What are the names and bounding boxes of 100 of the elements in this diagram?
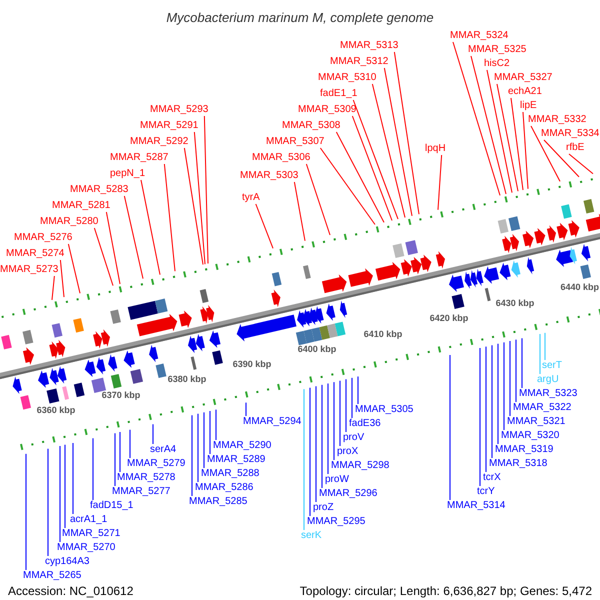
footer-text: Topology: circular; Length: 6,636,827 bp; Genes: 5,472 — [300, 584, 592, 598]
gene-label: MMAR_5290 — [213, 440, 272, 452]
leader-line — [568, 154, 594, 174]
gene-label: MMAR_5293 — [150, 104, 208, 116]
gene-label: MMAR_5287 — [110, 152, 168, 164]
gene-label: MMAR_5294 — [243, 416, 302, 428]
gene-label: MMAR_5312 — [330, 56, 388, 68]
gene-label: serA4 — [150, 444, 176, 456]
title: Mycobacterium marinum M, complete genome — [166, 10, 434, 25]
gene-label: MMAR_5314 — [447, 500, 506, 512]
leader-line — [522, 112, 528, 190]
leader-line — [72, 442, 74, 514]
axis-tick-label: 6380 kbp — [168, 374, 206, 384]
leader-line — [124, 196, 144, 280]
leader-line — [320, 148, 376, 225]
leader-line — [372, 84, 406, 218]
leader-line — [544, 332, 546, 360]
leader-line — [336, 132, 384, 223]
axis-tick-label: 6360 kbp — [36, 404, 76, 415]
leader-line — [194, 132, 206, 265]
leader-line — [106, 212, 120, 284]
leader-line — [470, 56, 506, 194]
gene-label: MMAR_5279 — [127, 458, 186, 470]
gene-label: MMAR_5292 — [130, 136, 188, 148]
leader-line — [184, 148, 204, 266]
gene-label: MMAR_5309 — [298, 104, 356, 116]
gene-label: acrA1_1 — [70, 514, 108, 526]
gene-label: MMAR_5277 — [112, 486, 170, 498]
gene-label: fadE36 — [349, 418, 381, 430]
gene-label: MMAR_5286 — [195, 482, 254, 494]
gene-label: lipE — [520, 100, 537, 112]
gene-label: MMAR_5306 — [252, 152, 310, 164]
leader-line — [510, 98, 524, 190]
leader-line — [352, 100, 398, 220]
gene-label: pepN_1 — [110, 168, 146, 180]
gene-label: MMAR_5296 — [319, 488, 378, 500]
gene-label: MMAR_5318 — [489, 458, 548, 470]
gene-label: MMAR_5320 — [501, 430, 560, 442]
gene-label: MMAR_5283 — [70, 184, 128, 196]
gene-label: MMAR_5325 — [468, 44, 526, 56]
gene-label: MMAR_5291 — [140, 120, 198, 132]
gene-label: MMAR_5324 — [450, 30, 508, 42]
gene-label: MMAR_5310 — [318, 72, 376, 84]
gene-label: MMAR_5281 — [52, 200, 110, 212]
gene-label: lpqH — [425, 143, 446, 155]
leader-line — [544, 140, 580, 178]
gene-label: proX — [337, 446, 358, 458]
gene-label: MMAR_5308 — [282, 120, 340, 132]
gene-label: MMAR_5295 — [307, 516, 366, 528]
leader-line — [64, 444, 66, 528]
gene-label: MMAR_5265 — [23, 570, 82, 582]
gene-label: MMAR_5271 — [62, 528, 120, 540]
leader-line — [530, 126, 560, 182]
leader-line — [152, 424, 154, 444]
leader-line — [114, 432, 116, 486]
leader-line — [164, 164, 176, 272]
axis-tick-label: 6400 kbp — [298, 344, 336, 354]
gene-label: MMAR_5298 — [331, 460, 390, 472]
gene-label: rfbE — [566, 142, 584, 154]
gene-label: MMAR_5313 — [340, 40, 398, 52]
gene-label: proV — [343, 432, 364, 444]
leader-line — [204, 116, 208, 264]
leader-line — [384, 68, 412, 216]
axis-tick-label: 6390 kbp — [232, 359, 272, 370]
leader-line — [438, 154, 442, 210]
gene-label: tyrA — [242, 192, 260, 204]
gene-label: MMAR_5274 — [6, 248, 64, 260]
gene-label: proW — [325, 474, 349, 486]
leader-line — [394, 52, 420, 215]
leader-line — [60, 260, 64, 298]
leader-line — [52, 276, 55, 300]
gene-label: MMAR_5307 — [266, 136, 324, 148]
gene-label: MMAR_5278 — [117, 472, 176, 484]
leader-line — [255, 204, 274, 249]
gene-label: cyp164A3 — [45, 556, 90, 568]
gene-label: tcrY — [477, 486, 495, 498]
axis-tick-label: 6420 kbp — [430, 313, 468, 324]
gene-label: fadE1_1 — [320, 88, 358, 100]
gene-label: argU — [537, 374, 559, 386]
gene-label: MMAR_5276 — [14, 232, 72, 244]
gene-label: hisC2 — [484, 58, 510, 70]
gene-label: serK — [301, 530, 322, 542]
gene-label: MMAR_5289 — [207, 454, 266, 466]
axis-tick-label: 6410 kbp — [364, 328, 402, 339]
leader-line — [92, 438, 94, 500]
gene-label: MMAR_5321 — [507, 416, 566, 428]
gene-label: MMAR_5285 — [189, 496, 248, 508]
leader-line — [68, 244, 80, 294]
gene-label: proZ — [313, 502, 334, 514]
gene-label: MMAR_5305 — [355, 404, 414, 416]
gene-label: MMAR_5319 — [495, 444, 554, 456]
gene-label: MMAR_5327 — [494, 72, 552, 84]
gene-label: MMAR_5332 — [528, 114, 586, 126]
footer-text: Accession: NC_010612 — [8, 584, 134, 598]
leader-line — [140, 180, 160, 276]
axis-tick-label: 6430 kbp — [496, 298, 534, 308]
axis-tick-label: 6370 kbp — [102, 390, 140, 400]
leader-line — [352, 116, 392, 221]
leader-line — [306, 164, 330, 236]
gene-label: MMAR_5334 — [541, 128, 600, 140]
